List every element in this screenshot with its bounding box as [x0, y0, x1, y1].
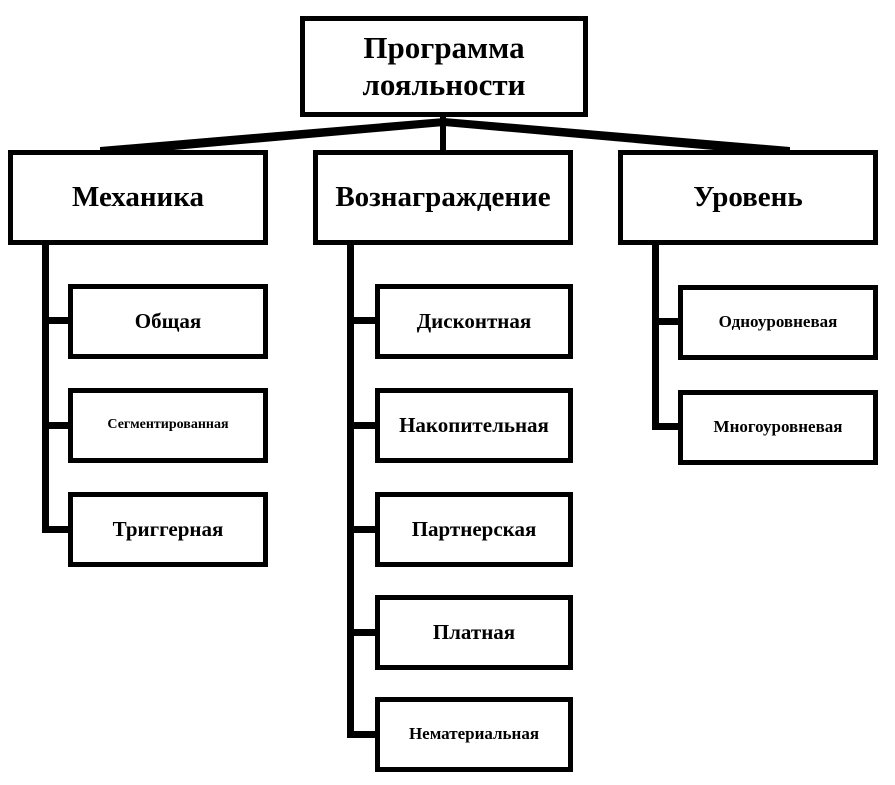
node-label: Сегментированная: [107, 417, 229, 433]
node-label: Нематериальная: [408, 724, 540, 744]
node-label: Дисконтная: [416, 309, 532, 334]
node-leaf-obshchaya[interactable]: Общая: [68, 284, 268, 359]
node-leaf-triggernaya[interactable]: Триггерная: [68, 492, 268, 567]
node-label: Вознаграждение: [335, 181, 551, 214]
node-label: Общая: [134, 309, 202, 334]
node-label: Платная: [432, 620, 516, 645]
node-root-loyalty-program[interactable]: Программа лояльности: [300, 16, 588, 117]
node-label: Партнерская: [411, 517, 537, 542]
node-leaf-mnogourovnevaya[interactable]: Многоуровневая: [678, 390, 878, 465]
node-branch-voznagrazhdenie[interactable]: Вознаграждение: [313, 150, 573, 245]
node-leaf-nakopitelnaya[interactable]: Накопительная: [375, 388, 573, 463]
node-leaf-odnourovnevaya[interactable]: Одноуровневая: [678, 285, 878, 360]
node-leaf-nematerialnaya[interactable]: Нематериальная: [375, 697, 573, 772]
node-leaf-segmentirovannaya[interactable]: Сегментированная: [68, 388, 268, 463]
edge-root-to-uroven: [444, 118, 790, 153]
node-label: Триггерная: [112, 517, 224, 542]
node-label: Многоуровневая: [713, 417, 843, 437]
node-label: Механика: [71, 181, 205, 214]
node-label: Уровень: [693, 181, 803, 214]
node-leaf-partnerskaya[interactable]: Партнерская: [375, 492, 573, 567]
trunk-mehanika: [42, 243, 49, 533]
edge-root-to-voznagrazhdenie: [440, 117, 446, 153]
node-leaf-diskontnaya[interactable]: Дисконтная: [375, 284, 573, 359]
node-label: Накопительная: [399, 413, 549, 438]
node-label: Одноуровневая: [718, 312, 838, 332]
node-label: Программа лояльности: [362, 29, 526, 102]
node-branch-uroven[interactable]: Уровень: [618, 150, 878, 245]
node-branch-mehanika[interactable]: Механика: [8, 150, 268, 245]
trunk-voznagrazhdenie: [347, 243, 354, 737]
edge-root-to-mehanika: [100, 118, 444, 153]
node-leaf-platnaya[interactable]: Платная: [375, 595, 573, 670]
trunk-uroven: [652, 243, 659, 430]
